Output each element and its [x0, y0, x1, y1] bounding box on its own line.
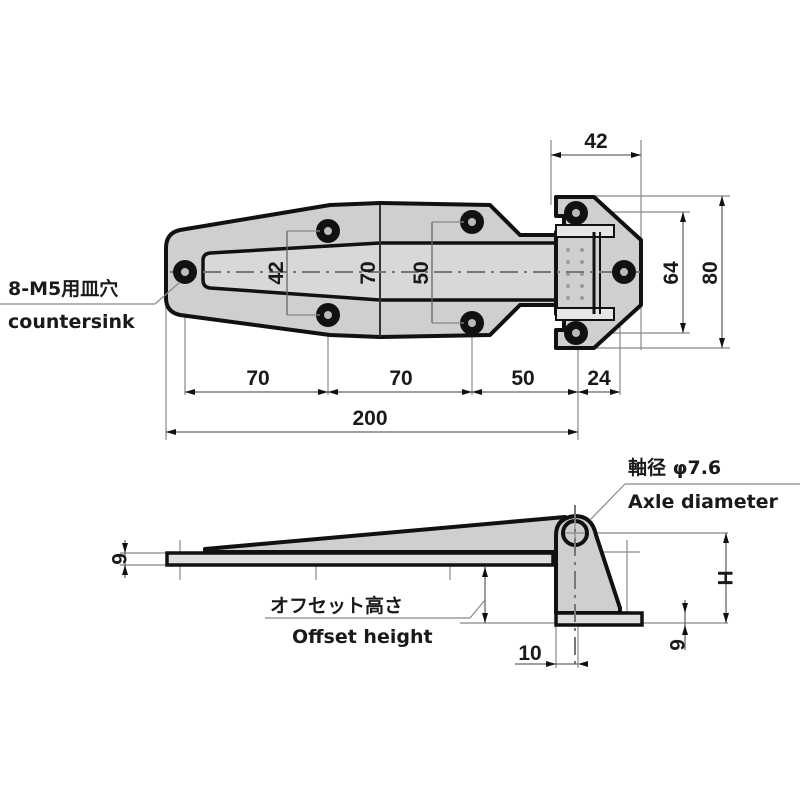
dim-spacing-b: 70: [389, 367, 412, 390]
dim-leaf-thickness: 6: [107, 553, 130, 565]
countersink-hole: [460, 210, 484, 234]
offset-label-jp: オフセット高さ: [270, 594, 403, 617]
side-view: [120, 483, 800, 668]
dim-overall-height: 80: [699, 261, 722, 284]
countersink-hole: [612, 260, 636, 284]
countersink-hole: [564, 321, 588, 345]
dim-hinge-width: 42: [584, 130, 607, 153]
countersink-hole: [460, 311, 484, 335]
countersink-hole: [316, 219, 340, 243]
dim-leaf-width-mid: 70: [357, 261, 380, 284]
countersink-hole: [564, 201, 588, 225]
countersink-label-jp: 8-M5用皿穴: [8, 277, 118, 300]
dim-knuckle-offset: 10: [518, 642, 541, 665]
dim-knuckle-hole-spacing: 64: [660, 261, 683, 285]
countersink-label-en: countersink: [8, 311, 135, 333]
axle-label-en: Axle diameter: [628, 491, 779, 513]
countersink-hole: [316, 303, 340, 327]
top-view: [0, 140, 730, 440]
dim-spacing-c: 50: [511, 367, 534, 390]
offset-label-en: Offset height: [292, 626, 433, 648]
dim-spacing-a: 70: [246, 367, 269, 390]
countersink-hole: [173, 260, 197, 284]
dim-inner-hole-spacing-2: 50: [410, 261, 433, 284]
dim-overall-length: 200: [352, 407, 387, 430]
dim-base-thickness: 6: [665, 639, 688, 651]
axle-label-jp: 軸径 φ7.6: [628, 456, 721, 479]
dim-height-h: H: [713, 570, 736, 585]
dim-inner-hole-spacing-1: 42: [265, 261, 288, 284]
dim-spacing-d: 24: [587, 367, 611, 390]
